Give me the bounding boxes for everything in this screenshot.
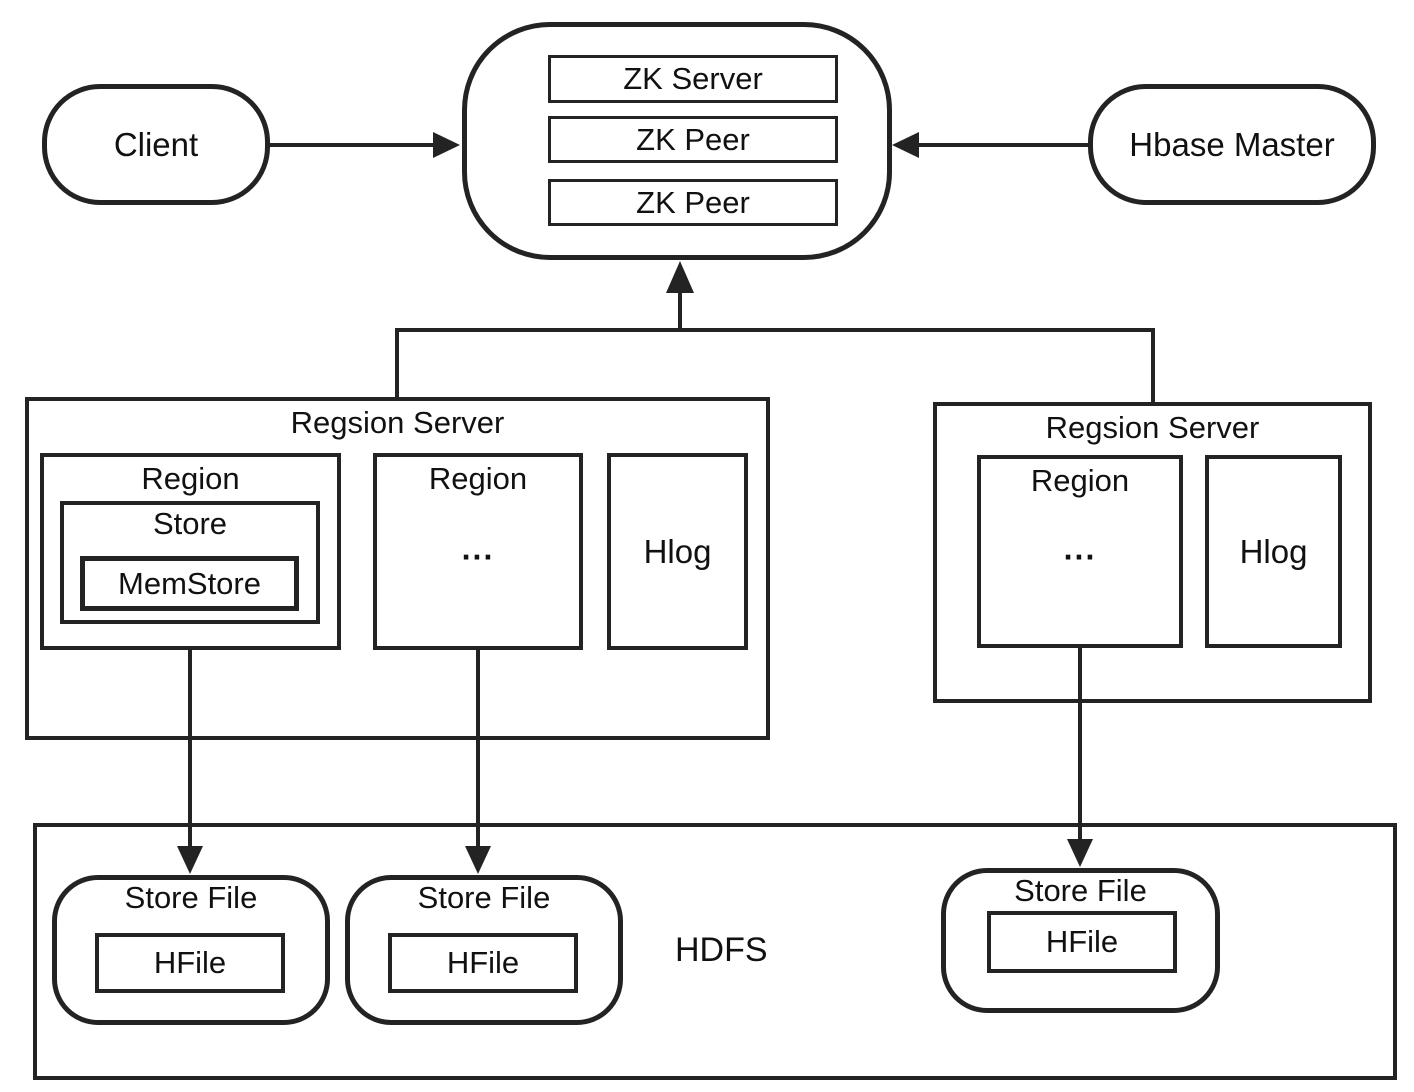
zk-peer-label-2: ZK Peer xyxy=(636,184,750,220)
hbase-master-label: Hbase Master xyxy=(1129,125,1335,163)
region-node-3-title: Region xyxy=(1030,463,1130,498)
hdfs-label: HDFS xyxy=(675,931,768,969)
store-file-node-3: Store File HFile xyxy=(941,868,1220,1013)
hdfs-container: HDFS Store File HFile Store File HFile S… xyxy=(33,823,1397,1080)
client-node: Client xyxy=(42,84,270,205)
master-to-zookeeper-arrowhead xyxy=(892,132,919,158)
zk-server-node: ZK Server xyxy=(548,55,838,103)
hfile-label-1: HFile xyxy=(153,945,227,980)
memstore-node: MemStore xyxy=(80,556,299,611)
region-server-left: Regsion Server Region Store MemStore Reg… xyxy=(25,397,770,740)
zk-peer-label-1: ZK Peer xyxy=(636,121,750,157)
zk-server-label: ZK Server xyxy=(623,61,763,96)
hfile-node-1: HFile xyxy=(95,933,285,993)
hfile-label-3: HFile xyxy=(1045,924,1119,959)
zk-peer-node-1: ZK Peer xyxy=(548,116,838,163)
store-file-title-3: Store File xyxy=(1014,873,1147,908)
region-server-right: Regsion Server Region ... Hlog xyxy=(933,402,1372,703)
region-node-2-title: Region xyxy=(428,461,528,496)
client-to-zookeeper-arrowhead xyxy=(433,132,460,158)
memstore-label: MemStore xyxy=(118,565,261,601)
region-node-3: Region ... xyxy=(977,455,1183,648)
bus-to-zookeeper-arrowhead xyxy=(666,261,694,293)
hfile-node-2: HFile xyxy=(388,933,578,993)
client-label: Client xyxy=(113,125,199,163)
store-file-title-1: Store File xyxy=(124,880,258,915)
store-file-node-1: Store File HFile xyxy=(52,875,330,1025)
region-node-2-ellipsis: ... xyxy=(461,530,495,567)
region-node-3-ellipsis: ... xyxy=(1063,530,1097,567)
hbase-master-node: Hbase Master xyxy=(1088,84,1376,205)
hlog-label-right: Hlog xyxy=(1239,532,1308,570)
region-node-1-title: Region xyxy=(141,461,240,496)
region-servers-bus-connector xyxy=(395,328,1155,404)
store-title: Store xyxy=(152,506,228,541)
hlog-node-right: Hlog xyxy=(1205,455,1342,648)
store-node: Store MemStore xyxy=(60,501,320,624)
store-file-title-2: Store File xyxy=(417,880,551,915)
zookeeper-cluster-node: ZK Server ZK Peer ZK Peer xyxy=(462,22,892,260)
hlog-label-left: Hlog xyxy=(643,532,712,570)
region-node-1: Region Store MemStore xyxy=(40,453,341,650)
zk-peer-node-2: ZK Peer xyxy=(548,179,838,226)
store-file-node-2: Store File HFile xyxy=(345,875,623,1025)
hfile-node-3: HFile xyxy=(987,911,1177,973)
hfile-label-2: HFile xyxy=(446,945,520,980)
region-server-right-title: Regsion Server xyxy=(1045,410,1260,445)
region-server-left-title: Regsion Server xyxy=(290,405,505,440)
hlog-node-left: Hlog xyxy=(607,453,748,650)
region-node-2: Region ... xyxy=(373,453,583,650)
